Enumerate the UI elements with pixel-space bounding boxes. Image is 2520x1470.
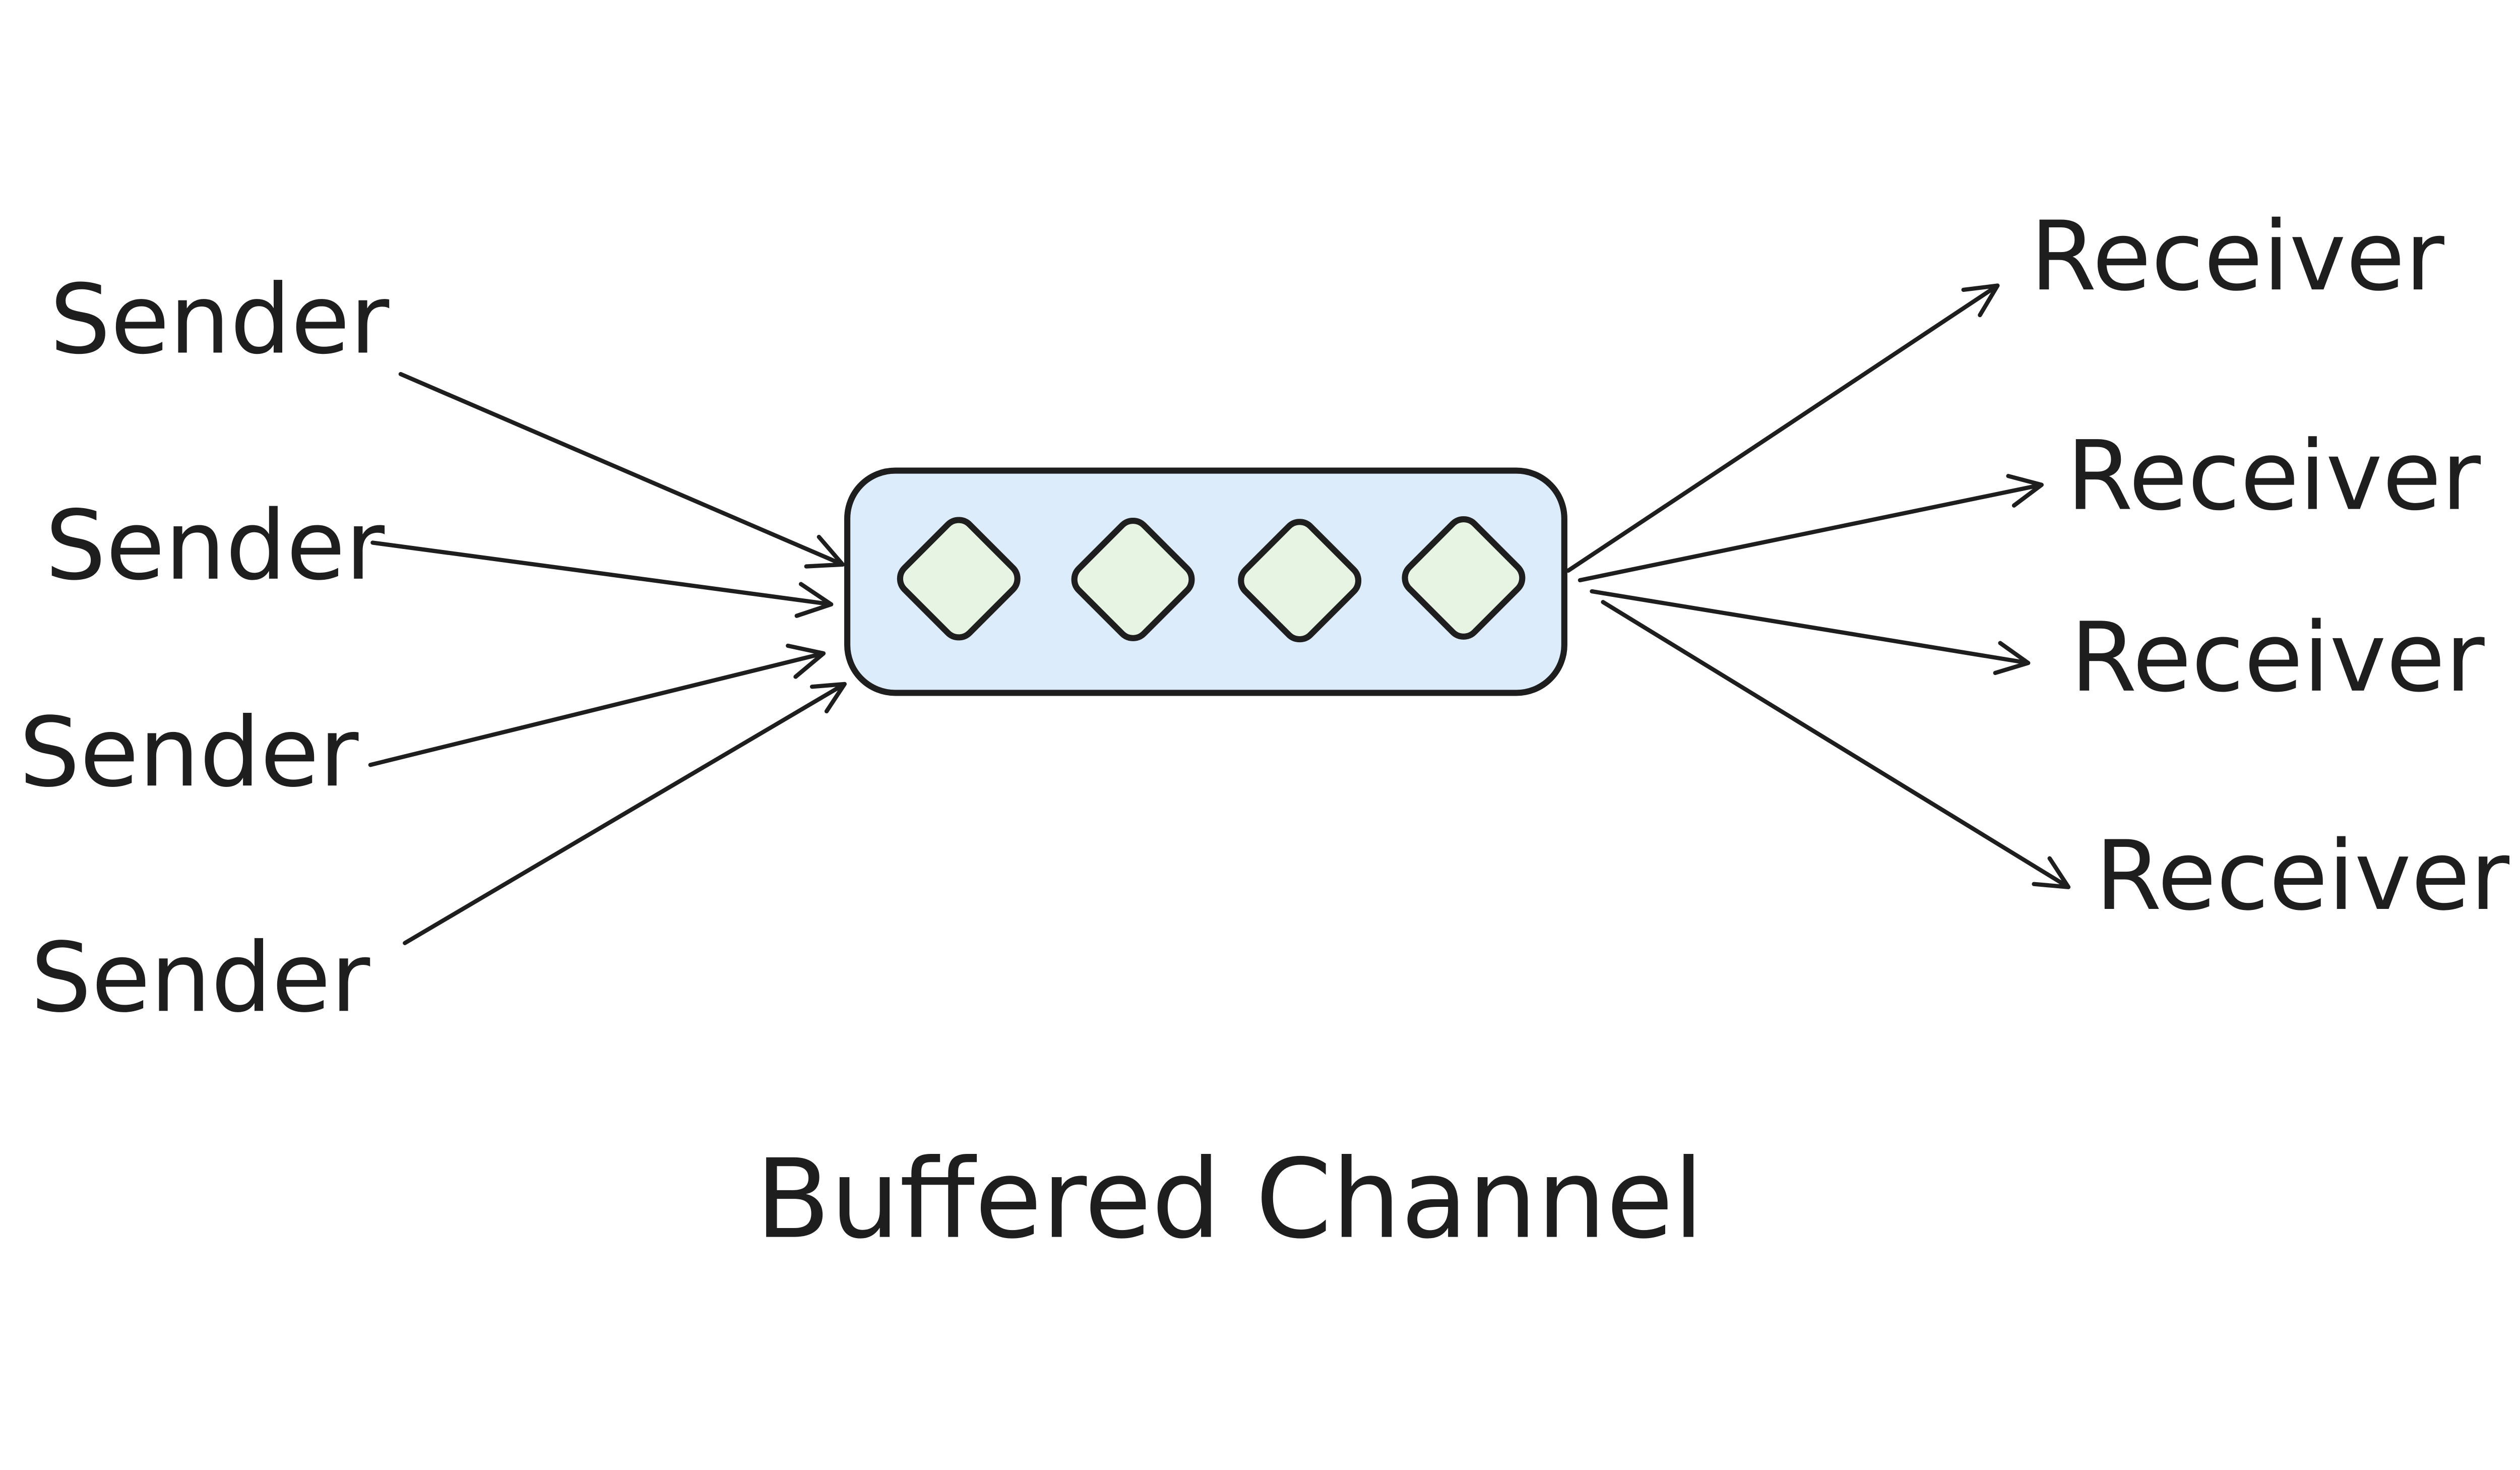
receiver-arrow-1 (1566, 283, 2000, 573)
receiver-label-1: Receiver (2030, 201, 2445, 312)
sender-arrow-4 (403, 682, 847, 945)
canvas-background (0, 176, 2520, 1294)
labels: Sender Sender Sender Sender Receiver Rec… (19, 201, 2510, 1263)
receiver-arrow-4 (1601, 600, 2071, 889)
receiver-label-3: Receiver (2070, 602, 2485, 713)
receiver-label-4: Receiver (2095, 820, 2510, 932)
buffer-slot-3 (1238, 519, 1362, 643)
diagram-title: Buffered Channel (755, 1136, 1704, 1263)
sender-label-4: Sender (31, 922, 370, 1033)
sender-arrow-3 (368, 643, 826, 767)
sender-label-3: Sender (19, 697, 359, 808)
buffer-slots (897, 516, 1526, 643)
buffer-slot-1 (897, 517, 1021, 641)
sender-arrow-2 (370, 540, 834, 618)
receiver-label-2: Receiver (2066, 420, 2481, 532)
sender-arrow-1 (398, 372, 845, 569)
buffer-slot-2 (1071, 517, 1195, 641)
sender-label-2: Sender (45, 490, 385, 601)
edge-arrows (368, 283, 2071, 945)
buffer-slot-4 (1402, 516, 1526, 640)
sender-label-1: Sender (50, 264, 390, 376)
receiver-arrow-2 (1578, 474, 2044, 583)
receiver-arrow-3 (1590, 589, 2031, 676)
channel-box (844, 467, 1567, 696)
